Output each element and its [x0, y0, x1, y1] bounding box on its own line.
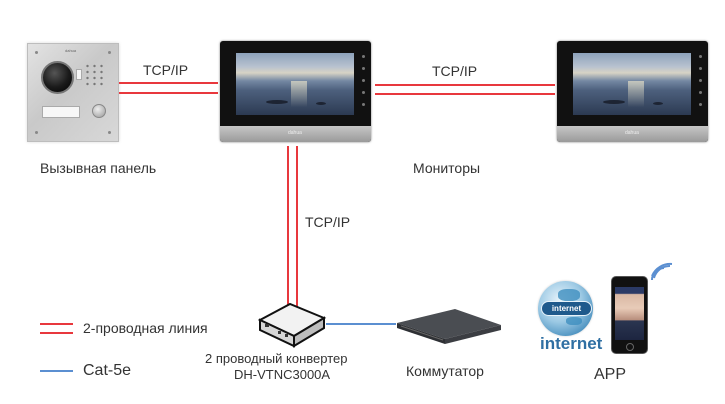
- globe-badge: internet: [541, 301, 592, 316]
- two-wire-line: [119, 92, 218, 94]
- screen-rock: [653, 102, 663, 105]
- link-label-tcpip: TCP/IP: [143, 62, 189, 78]
- brand-logo: dahua: [65, 48, 77, 53]
- two-wire-line: [296, 146, 298, 309]
- switch-label: Коммутатор: [406, 363, 484, 379]
- screw: [35, 131, 38, 134]
- screw: [35, 51, 38, 54]
- phone-home-button: [626, 343, 634, 351]
- two-wire-line: [119, 82, 218, 84]
- door-panel-label: Вызывная панель: [40, 160, 157, 176]
- internet-globe-icon: internet: [538, 281, 593, 336]
- monitor-side-buttons: [360, 55, 366, 115]
- camera-lens: [41, 61, 74, 94]
- converter-device: [258, 302, 327, 348]
- phone-screen: [615, 287, 644, 340]
- screw: [108, 131, 111, 134]
- app-label: APP: [594, 366, 627, 383]
- smartphone-icon: [611, 276, 648, 354]
- brand-logo: dahua: [625, 130, 639, 136]
- door-panel-device: dahua: [27, 43, 119, 142]
- screen-rock: [316, 102, 326, 105]
- link-label-tcpip: TCP/IP: [305, 214, 351, 230]
- name-card: [42, 106, 80, 118]
- cat5e-line: [326, 323, 396, 325]
- internet-label: internet: [540, 334, 603, 353]
- screen-reflection: [291, 81, 307, 107]
- two-wire-line: [287, 146, 289, 309]
- screen-rock: [266, 100, 288, 104]
- monitor-side-buttons: [697, 55, 703, 115]
- monitor-bezel: dahua: [220, 126, 371, 142]
- link-label-tcpip: TCP/IP: [432, 63, 478, 79]
- two-wire-line: [375, 84, 555, 86]
- screen-rock: [603, 100, 625, 104]
- monitor-screen: [573, 53, 691, 115]
- two-wire-line: [375, 93, 555, 95]
- legend-cat5e-label: Cat-5e: [83, 362, 132, 379]
- brand-logo: dahua: [288, 130, 302, 136]
- wifi-signal-icon: [651, 262, 673, 281]
- globe-land: [566, 317, 582, 325]
- monitor-screen: [236, 53, 354, 115]
- converter-label: 2 проводный конвертер: [205, 351, 348, 366]
- monitor-1-device: dahua: [220, 41, 371, 142]
- legend-two-wire-swatch: [40, 332, 73, 334]
- monitor-bezel: dahua: [557, 126, 708, 142]
- speaker-grille: [84, 63, 106, 87]
- globe-land: [558, 289, 580, 301]
- monitor-2-device: dahua: [557, 41, 708, 142]
- monitors-label: Мониторы: [413, 160, 481, 176]
- network-switch-device: [397, 309, 501, 344]
- screen-reflection: [628, 81, 644, 107]
- indicator-light: [76, 69, 82, 80]
- legend-two-wire-label: 2-проводная линия: [83, 320, 208, 336]
- legend-two-wire-swatch: [40, 323, 73, 325]
- screw: [108, 51, 111, 54]
- legend-cat5e-swatch: [40, 370, 73, 372]
- converter-model: DH-VTNC3000A: [234, 367, 331, 382]
- call-button: [92, 104, 106, 118]
